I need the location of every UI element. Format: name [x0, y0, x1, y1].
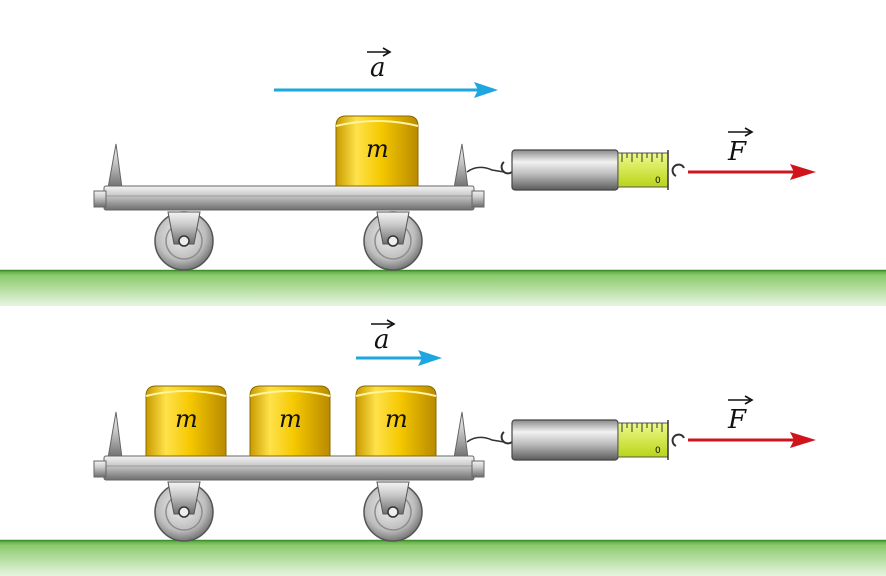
force-arrow	[688, 432, 816, 448]
svg-text:F: F	[727, 137, 747, 167]
force-label: F	[727, 395, 754, 435]
spring-scale: 0	[511, 149, 685, 191]
svg-text:m: m	[279, 405, 302, 433]
svg-text:a: a	[370, 53, 386, 83]
connector-hook	[466, 431, 513, 445]
svg-text:0: 0	[655, 176, 661, 186]
wheel	[154, 211, 214, 271]
scenario-bottom: a	[0, 319, 886, 576]
scenario-top: a	[0, 47, 886, 306]
force-label: F	[727, 127, 754, 167]
svg-text:m: m	[366, 135, 389, 163]
acceleration-arrow	[274, 82, 498, 98]
svg-text:F: F	[727, 405, 747, 435]
wheel	[154, 481, 214, 542]
cart	[93, 143, 485, 271]
acceleration-arrow	[356, 350, 442, 366]
acceleration-label: a	[367, 47, 392, 83]
force-arrow	[688, 164, 816, 180]
cart	[93, 411, 485, 542]
svg-text:a: a	[374, 325, 390, 355]
acceleration-label: a	[371, 319, 396, 355]
wheel	[363, 481, 423, 542]
ground-strip	[0, 270, 886, 306]
svg-text:m: m	[385, 405, 408, 433]
connector-hook	[466, 161, 513, 175]
wheel	[363, 211, 423, 271]
mass-block: m	[249, 385, 331, 457]
spring-scale: 0	[511, 419, 685, 461]
svg-text:m: m	[175, 405, 198, 433]
mass-block: m	[145, 385, 227, 457]
mass-block: m	[355, 385, 437, 457]
svg-text:0: 0	[655, 446, 661, 456]
mass-block: m	[335, 115, 419, 187]
ground-strip	[0, 540, 886, 576]
